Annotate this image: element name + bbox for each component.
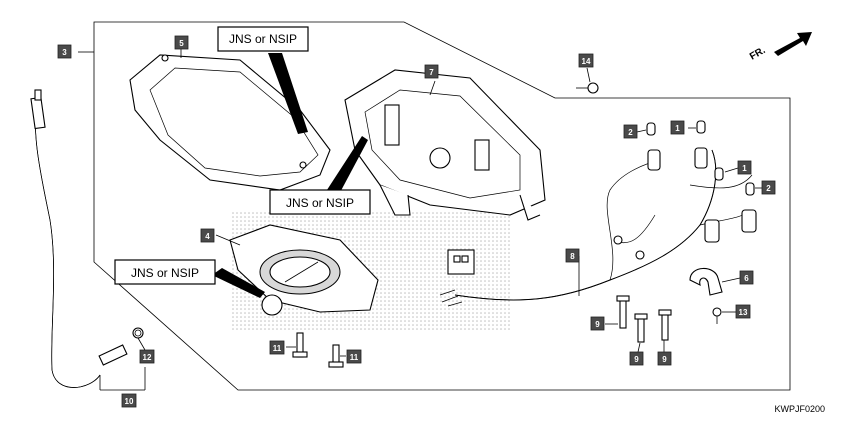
callout-arrows: [212, 53, 368, 298]
svg-text:8: 8: [570, 252, 575, 261]
svg-text:13: 13: [739, 308, 748, 317]
washer: [134, 329, 142, 337]
part-label-14: 14: [578, 53, 594, 68]
svg-text:4: 4: [205, 232, 210, 241]
part-label-7: 7: [424, 64, 439, 79]
speedometer-cable: [30, 89, 144, 388]
part-label-6: 6: [739, 270, 754, 285]
svg-text:1: 1: [675, 124, 680, 133]
svg-text:JNS or NSIP: JNS or NSIP: [286, 196, 354, 210]
bulbs: [646, 120, 755, 196]
svg-text:7: 7: [429, 68, 434, 77]
clamp: [689, 267, 723, 296]
svg-text:14: 14: [582, 57, 591, 66]
part-label-9b: 9: [629, 351, 644, 366]
svg-text:11: 11: [350, 353, 359, 362]
part-label-1a: 1: [670, 120, 685, 135]
svg-text:FR.: FR.: [748, 45, 768, 63]
part-label-2a: 2: [623, 124, 638, 139]
part-label-5: 5: [174, 35, 189, 50]
part-label-3: 3: [57, 44, 72, 59]
svg-text:9: 9: [662, 355, 667, 364]
callout-2: JNS or NSIP: [269, 189, 371, 215]
svg-text:9: 9: [595, 320, 600, 329]
meter-assembly: [229, 224, 379, 316]
svg-text:2: 2: [766, 184, 771, 193]
meter-visor: [129, 54, 331, 191]
part-label-1b: 1: [737, 160, 752, 175]
part-label-12: 12: [139, 349, 155, 364]
svg-text:3: 3: [62, 48, 67, 57]
svg-text:12: 12: [143, 353, 152, 362]
leader-lines: [99, 43, 762, 391]
svg-text:5: 5: [179, 39, 184, 48]
svg-text:10: 10: [125, 397, 134, 406]
part-label-4: 4: [200, 228, 215, 243]
part-label-13: 13: [735, 304, 751, 319]
part-label-9c: 9: [657, 351, 672, 366]
svg-text:9: 9: [634, 355, 639, 364]
front-direction-indicator: FR.: [748, 32, 812, 63]
screws: [292, 82, 722, 368]
arrow-icon: [774, 32, 812, 56]
part-label-10: 10: [121, 393, 137, 408]
wire-harness: [439, 147, 757, 307]
meter-case: [344, 69, 546, 221]
figure-code: KWPJF0200: [774, 404, 825, 414]
svg-text:1: 1: [742, 164, 747, 173]
part-label-2b: 2: [761, 180, 776, 195]
svg-text:JNS or NSIP: JNS or NSIP: [229, 32, 297, 46]
svg-text:JNS or NSIP: JNS or NSIP: [131, 266, 199, 280]
svg-text:2: 2: [628, 128, 633, 137]
callout-1: JNS or NSIP: [217, 26, 309, 52]
svg-text:11: 11: [273, 344, 282, 353]
part-label-11a: 11: [269, 340, 285, 355]
part-label-11b: 11: [346, 349, 362, 364]
callout-3: JNS or NSIP: [114, 259, 216, 285]
part-label-9a: 9: [590, 316, 605, 331]
part-label-8: 8: [565, 248, 580, 263]
svg-text:6: 6: [744, 274, 749, 283]
